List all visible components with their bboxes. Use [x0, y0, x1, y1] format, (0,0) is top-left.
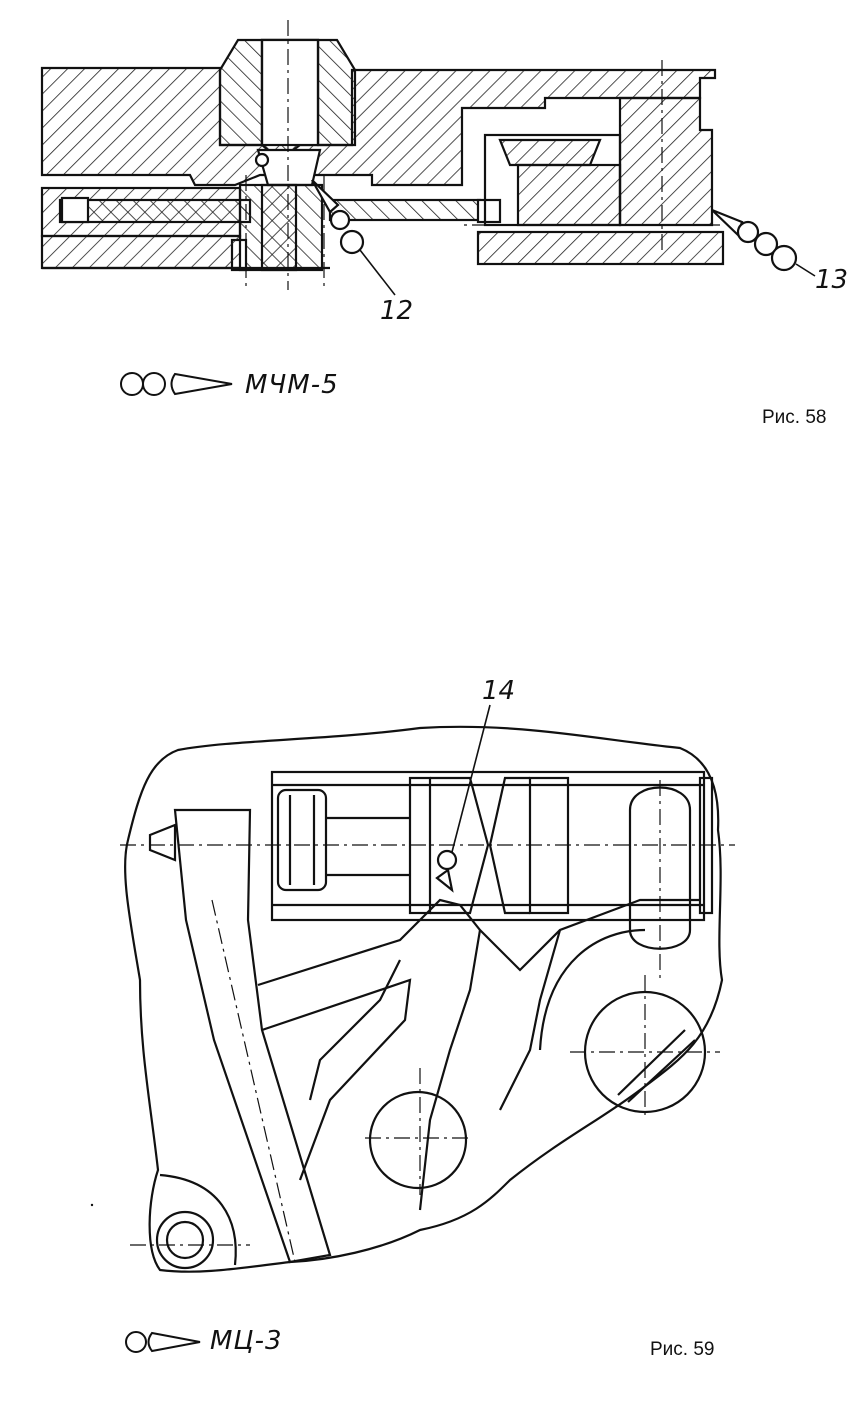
figure-58-drawing: [40, 20, 816, 396]
oiler-symbol-1circle-drop: [125, 1331, 201, 1353]
callout-12: 12: [380, 296, 414, 326]
figure-59-drawing: [90, 704, 735, 1353]
oiler-symbol-2circles-drop: [120, 372, 233, 396]
rail-housing: [270, 770, 706, 922]
upper-housing: [40, 38, 717, 187]
legend-label-fig59: МЦ-3: [210, 1326, 283, 1356]
lever-arm: [173, 808, 332, 1264]
figure-caption-59: Рис. 59: [650, 1339, 715, 1360]
legend-label-fig58: МЧМ-5: [245, 370, 339, 400]
right-block: [618, 96, 714, 227]
callout-14: 14: [482, 676, 516, 706]
right-slot: [628, 786, 692, 950]
callout-13: 13: [815, 265, 849, 295]
nut: [276, 788, 328, 892]
casting-outline: [123, 725, 724, 1273]
figure-caption-58: Рис. 58: [762, 407, 827, 428]
